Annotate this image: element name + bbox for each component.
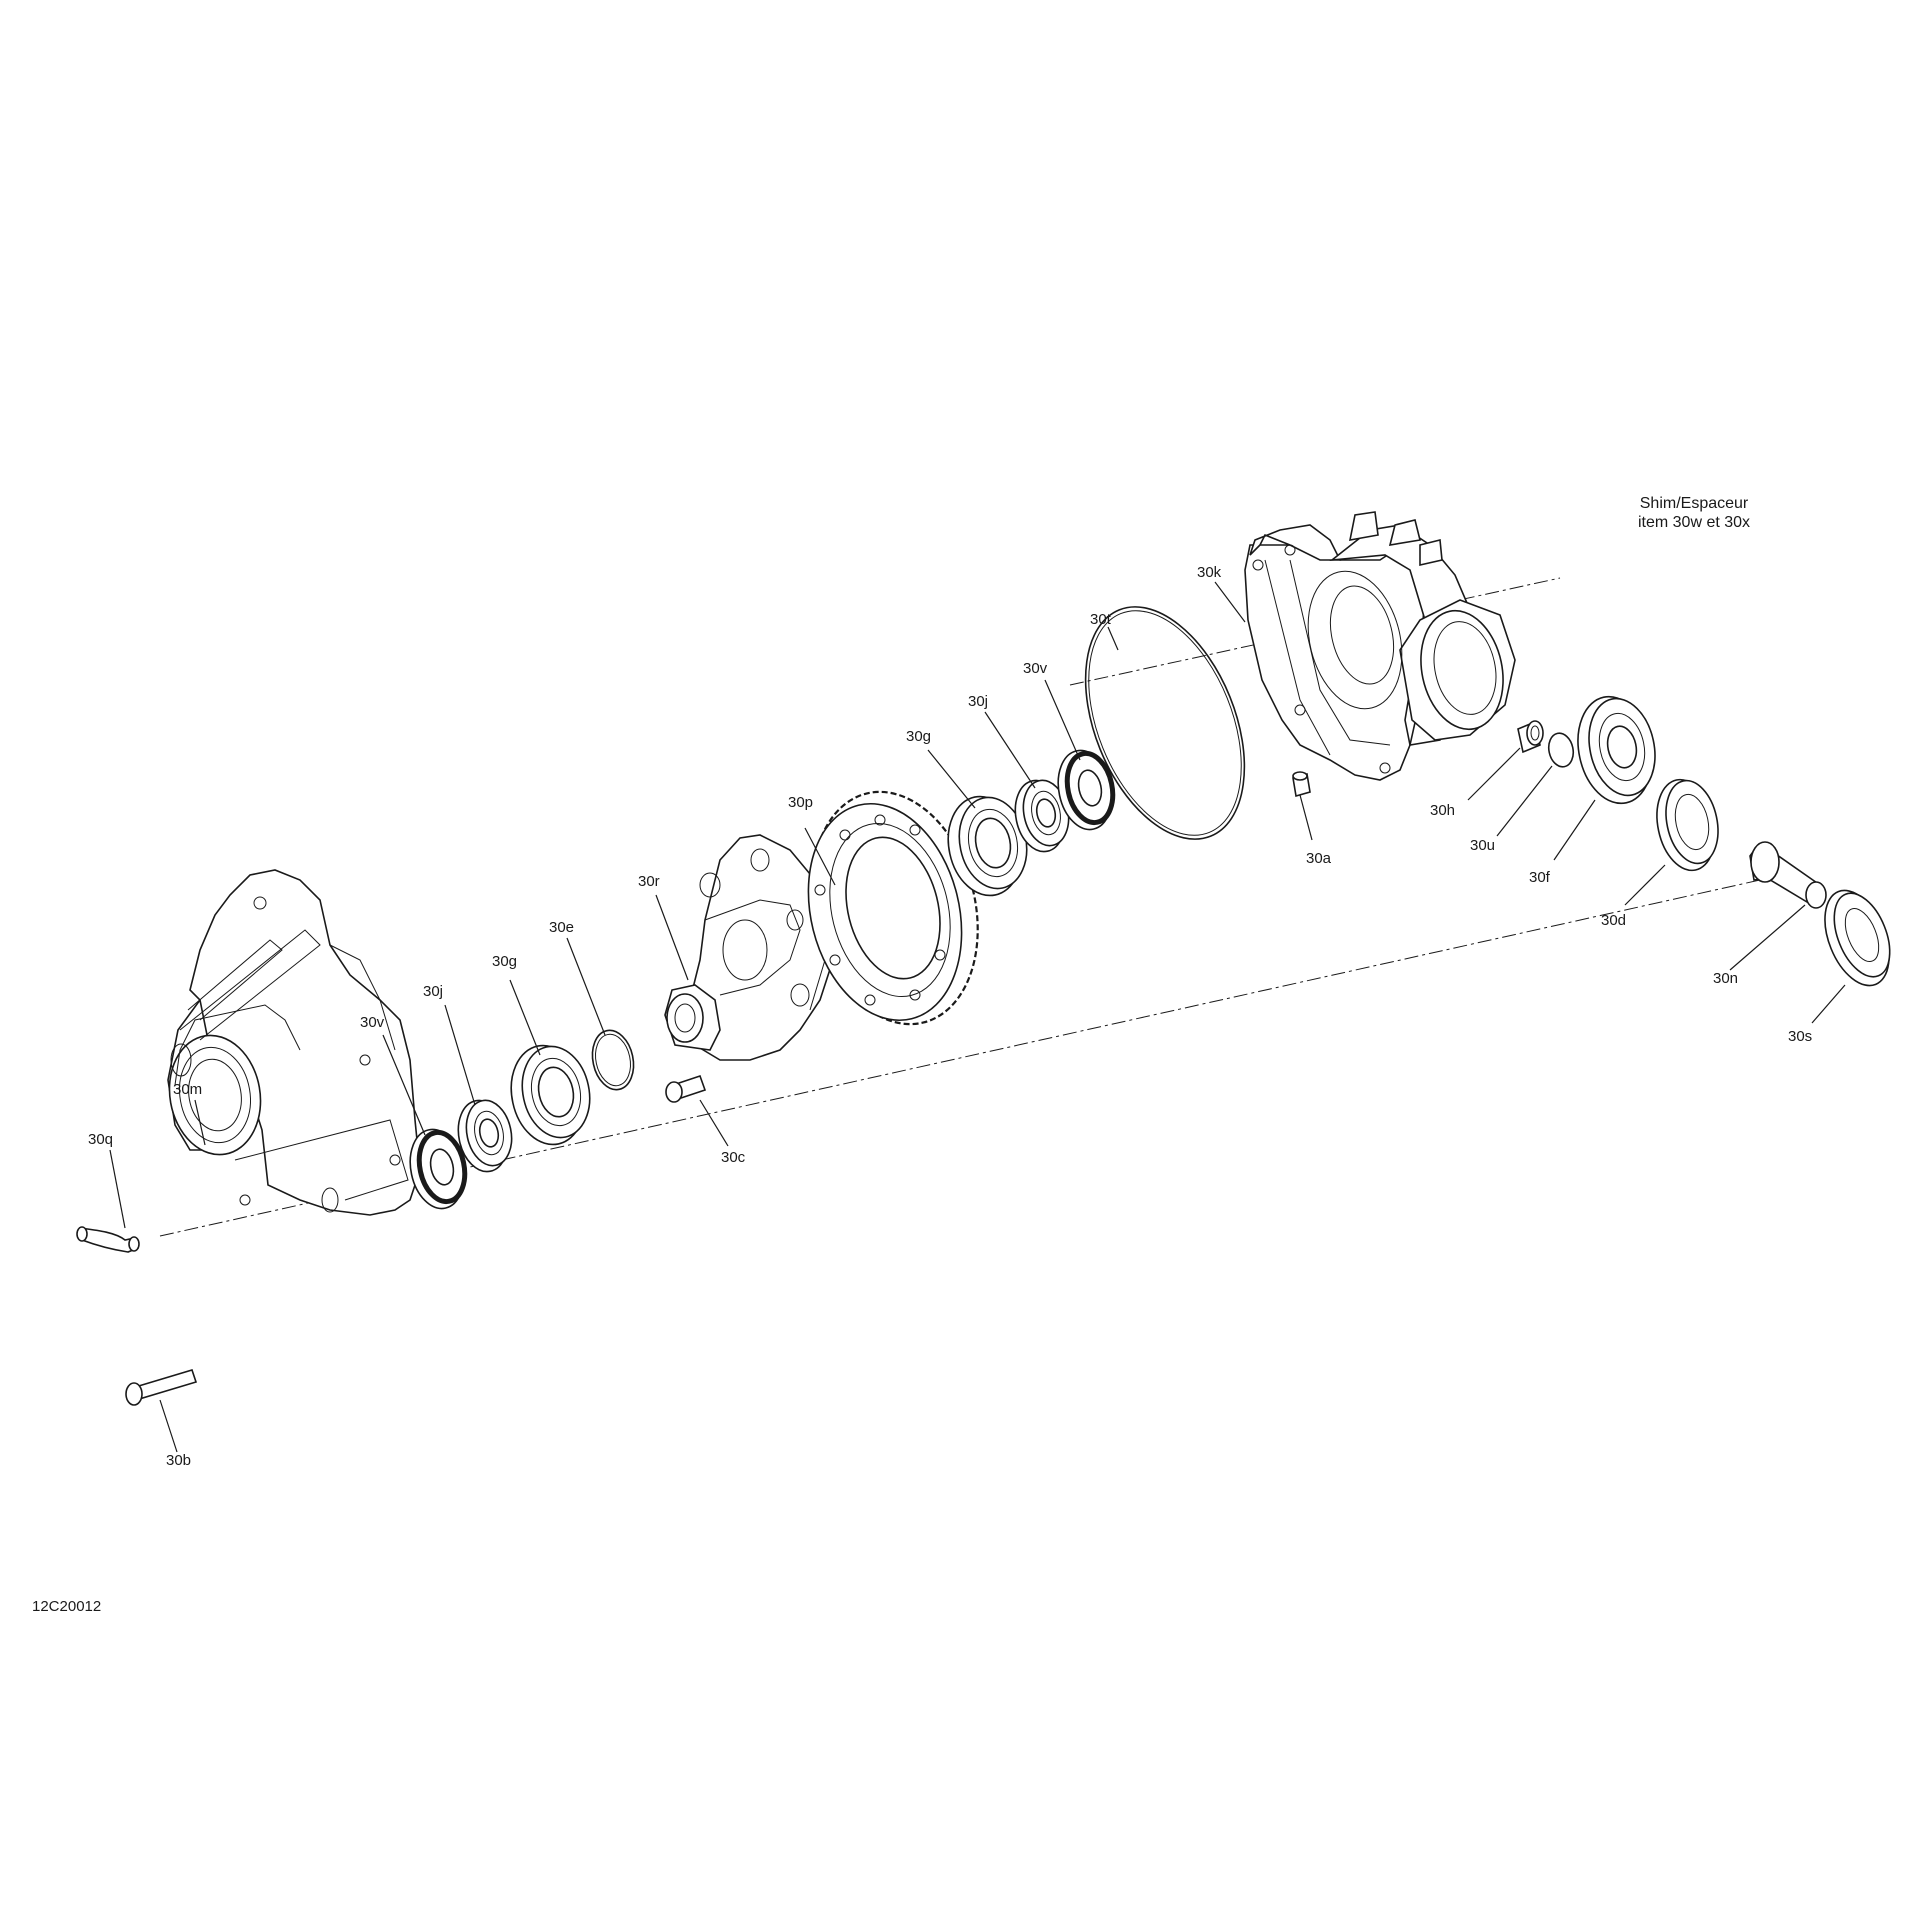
shim-note-line1: Shim/Espaceur <box>1640 495 1749 512</box>
callout-30v-left: 30v <box>360 1014 385 1031</box>
pinion-30n-part <box>1749 841 1827 909</box>
bearing-30f-part <box>1577 695 1656 805</box>
bearing-30g-right-part <box>947 795 1028 897</box>
fitting-30q-part <box>76 1226 140 1253</box>
assembly-axis <box>159 879 1761 1237</box>
callout-30g-left: 30g <box>492 953 517 970</box>
callout-30n: 30n <box>1713 970 1738 987</box>
differential-case-30r-part <box>664 834 834 1061</box>
callout-30p: 30p <box>788 794 813 811</box>
drawing-number: 12C20012 <box>32 1598 101 1615</box>
bearing-30j-left-part <box>457 1099 513 1173</box>
shim-note-line2: item 30w et 30x <box>1638 514 1750 531</box>
callout-30f: 30f <box>1529 869 1551 886</box>
callout-30j-right: 30j <box>968 693 988 710</box>
callout-30s: 30s <box>1788 1028 1812 1045</box>
seal-30s-part <box>1824 889 1891 987</box>
nut-30d-part <box>1656 778 1719 872</box>
callout-30m: 30m <box>173 1081 202 1098</box>
callout-30u: 30u <box>1470 837 1495 854</box>
callout-30j-left: 30j <box>423 983 443 1000</box>
callout-30e: 30e <box>549 919 574 936</box>
callout-30h: 30h <box>1430 802 1455 819</box>
plug-30a-part <box>1292 771 1311 798</box>
callout-30v-right: 30v <box>1023 660 1048 677</box>
callout-30b: 30b <box>166 1452 191 1469</box>
seal-30v-right-part <box>1057 749 1116 831</box>
bearing-30j-right-part <box>1014 779 1070 853</box>
callout-30k: 30k <box>1197 564 1222 581</box>
ring-30e-part <box>591 1029 635 1091</box>
seal-30v-left-part <box>409 1128 468 1210</box>
callout-30c: 30c <box>721 1149 746 1166</box>
callout-30r: 30r <box>638 873 660 890</box>
o-ring-30t-part <box>1084 606 1246 840</box>
bushing-30h-part <box>1517 720 1544 754</box>
ring-gear-30p-part <box>807 790 979 1026</box>
screw-30c-part <box>665 1074 707 1103</box>
callout-30a: 30a <box>1306 850 1332 867</box>
bearing-30g-left-part <box>510 1044 591 1146</box>
snap-ring-30u-part <box>1547 732 1575 768</box>
callout-30d: 30d <box>1601 912 1626 929</box>
left-housing-part <box>167 869 421 1216</box>
callout-30q: 30q <box>88 1131 113 1148</box>
bolt-30b-part <box>125 1369 198 1406</box>
callout-30t: 30t <box>1090 611 1112 628</box>
callout-30g-right: 30g <box>906 728 931 745</box>
right-housing-30k-part <box>1244 511 1516 781</box>
leader-lines <box>109 581 1846 1453</box>
